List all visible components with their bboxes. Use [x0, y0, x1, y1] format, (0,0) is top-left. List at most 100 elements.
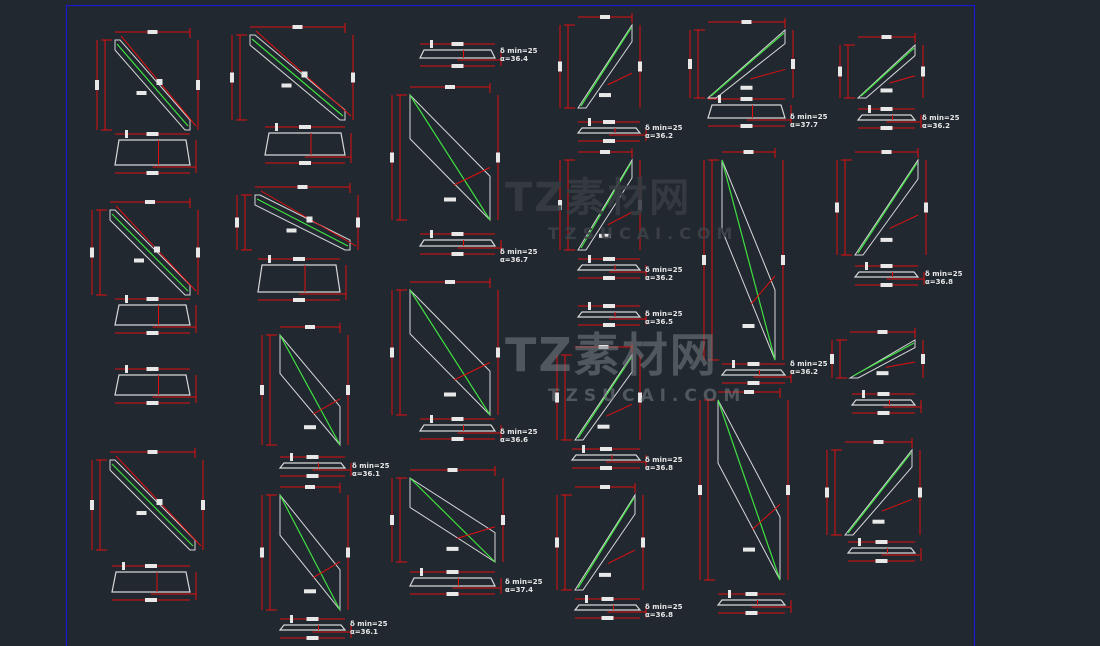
- dimension-text: [156, 499, 163, 505]
- note-5: δ min=25 α=36.7: [500, 248, 538, 264]
- dimension-text: [880, 264, 893, 268]
- section-outline: [418, 239, 497, 247]
- dimension-text: [451, 64, 464, 68]
- section-outline: [707, 104, 786, 119]
- note-15: δ min=25 α=36.1: [350, 620, 388, 636]
- dimension-text: [305, 485, 315, 489]
- dimension-text: [146, 171, 159, 175]
- dimension-text: [147, 30, 158, 34]
- dimension-text: [346, 385, 350, 395]
- plate-outline: [574, 493, 636, 591]
- section-outline: [257, 264, 341, 293]
- dimension-text: [145, 598, 157, 602]
- dimension-text: [90, 500, 94, 510]
- dimension-line: [456, 526, 496, 539]
- section-outline: [419, 49, 496, 59]
- dimension-text: [880, 88, 893, 93]
- dimension-text: [742, 324, 755, 328]
- dimension-text: [558, 200, 562, 210]
- note-13: δ min=25 α=37.4: [505, 578, 543, 594]
- dimension-line: [607, 72, 633, 86]
- dimension-text: [868, 105, 871, 113]
- dimension-text: [588, 302, 591, 310]
- section-outline: [573, 604, 642, 611]
- dimension-text: [95, 80, 99, 90]
- dimension-text: [688, 59, 692, 69]
- centerline: [256, 198, 349, 247]
- dimension-text: [451, 42, 464, 46]
- plate-outline: [856, 43, 916, 99]
- section-outline: [114, 139, 191, 166]
- dimension-text: [838, 66, 842, 77]
- dimension-text: [875, 540, 888, 544]
- dimension-text: [877, 392, 890, 396]
- dimension-text: [304, 425, 316, 430]
- dimension-text: [921, 66, 925, 77]
- section-outline: [409, 577, 496, 587]
- dimension-text: [145, 200, 155, 204]
- plate-outline: [854, 158, 919, 256]
- section-outline: [576, 311, 642, 318]
- plate-outline: [848, 339, 916, 379]
- dimension-text: [921, 354, 925, 364]
- section-outline: [418, 424, 497, 432]
- dimension-text: [297, 185, 308, 189]
- dimension-text: [156, 79, 163, 85]
- dimension-text: [146, 367, 159, 371]
- dimension-text: [146, 331, 159, 335]
- section-outline: [111, 571, 191, 593]
- dimension-text: [924, 202, 928, 213]
- dimension-text: [597, 424, 610, 429]
- dimension-text: [862, 390, 865, 398]
- strip-outline: [254, 194, 351, 251]
- plate-outline: [843, 448, 913, 536]
- strip-outline: [114, 39, 191, 131]
- dimension-text: [346, 547, 350, 558]
- dimension-text: [447, 468, 458, 472]
- dimension-text: [638, 392, 642, 403]
- dimension-text: [275, 123, 278, 131]
- note-3: δ min=25 α=37.7: [790, 113, 828, 129]
- dimension-text: [745, 592, 758, 596]
- dimension-text: [445, 280, 455, 284]
- dimension-text: [356, 217, 360, 228]
- note-10: δ min=25 α=36.6: [500, 428, 538, 444]
- centerline: [111, 213, 189, 292]
- centerline: [717, 399, 781, 581]
- dimension-text: [599, 93, 611, 98]
- section-outline: [850, 399, 917, 406]
- dimension-text: [444, 197, 456, 202]
- section-outline: [114, 304, 191, 326]
- dimension-text: [293, 257, 305, 261]
- dimension-text: [918, 487, 922, 498]
- dimension-line: [453, 362, 491, 381]
- dimension-text: [588, 118, 591, 126]
- dimension-text: [390, 347, 394, 358]
- dimension-text: [781, 255, 785, 265]
- dimension-text: [451, 252, 464, 256]
- note-8: δ min=25 α=36.8: [925, 270, 963, 286]
- dimension-text: [290, 615, 293, 623]
- plate-outline: [706, 28, 786, 99]
- dimension-text: [420, 568, 423, 576]
- centerline: [279, 494, 341, 611]
- dimension-text: [558, 61, 562, 72]
- dimension-text: [880, 126, 893, 130]
- dimension-text: [299, 161, 311, 165]
- note-1: δ min=25 α=36.4: [500, 47, 538, 63]
- dimension-text: [446, 592, 459, 596]
- dimension-line: [607, 549, 636, 564]
- section-outline: [846, 547, 917, 554]
- centerline: [577, 497, 635, 589]
- dimension-text: [601, 616, 614, 620]
- note-9: δ min=25 α=36.2: [790, 360, 828, 376]
- dimension-text: [872, 519, 885, 524]
- dimension-text: [858, 538, 861, 546]
- dimension-text: [603, 323, 615, 327]
- section-outline: [278, 624, 347, 631]
- dimension-text: [876, 371, 889, 376]
- section-outline: [570, 454, 642, 461]
- centerline: [580, 27, 632, 107]
- plate-outline: [577, 158, 633, 251]
- dimension-text: [304, 589, 316, 594]
